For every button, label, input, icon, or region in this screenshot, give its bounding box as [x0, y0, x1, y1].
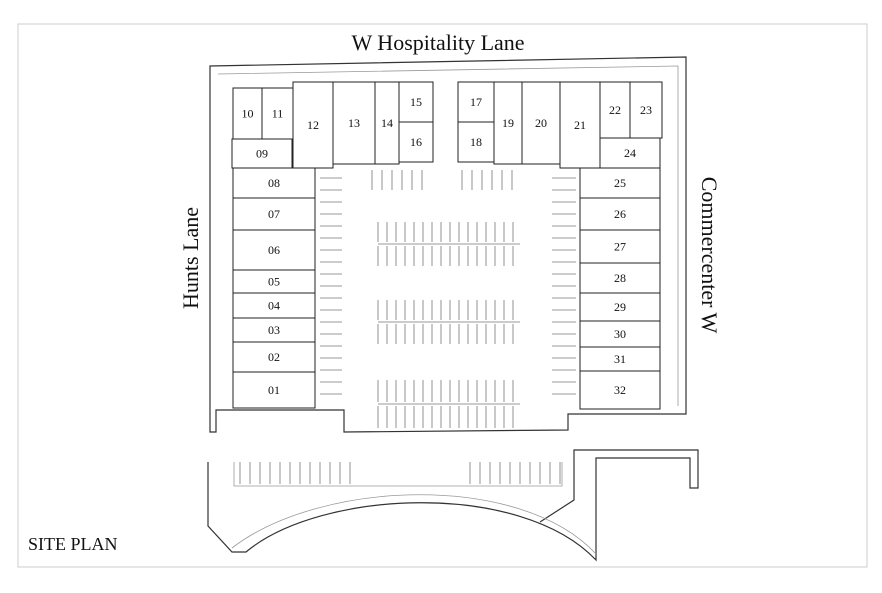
- unit-05: 05: [232, 269, 316, 294]
- unit-label: 12: [307, 118, 319, 132]
- unit-31: 31: [579, 346, 661, 372]
- unit-label: 29: [614, 300, 626, 314]
- unit-label: 03: [268, 323, 280, 337]
- unit-outline: [579, 292, 661, 322]
- units-layer: 01 02 03 04 05 06 07 08 09 10 11 12 13 14 15 16 17 18 19 20…: [231, 81, 663, 410]
- unit-label: 06: [268, 243, 280, 257]
- unit-label: 17: [470, 95, 482, 109]
- unit-label: 11: [272, 107, 284, 121]
- unit-16: 16: [398, 121, 434, 163]
- unit-06: 06: [232, 229, 316, 271]
- unit-outline: [521, 81, 561, 165]
- unit-label: 08: [268, 176, 280, 190]
- unit-09: 09: [231, 138, 293, 169]
- arch-drive: [231, 494, 597, 555]
- unit-13: 13: [332, 81, 376, 165]
- unit-label: 02: [268, 350, 280, 364]
- unit-outline: [559, 81, 601, 169]
- unit-26: 26: [579, 197, 661, 231]
- unit-25: 25: [579, 167, 661, 199]
- unit-outline: [599, 137, 661, 169]
- unit-outline: [231, 138, 293, 169]
- unit-label: 13: [348, 116, 360, 130]
- road-label-east: Commercenter W: [697, 177, 722, 334]
- unit-outline: [457, 81, 495, 123]
- unit-label: 22: [609, 103, 621, 117]
- unit-label: 23: [640, 103, 652, 117]
- unit-20: 20: [521, 81, 561, 165]
- unit-label: 04: [268, 299, 280, 313]
- unit-label: 16: [410, 135, 422, 149]
- unit-outline: [232, 167, 316, 199]
- unit-label: 15: [410, 95, 422, 109]
- unit-label: 20: [535, 116, 547, 130]
- unit-outline: [579, 370, 661, 410]
- property-boundary: [209, 56, 687, 433]
- unit-15: 15: [398, 81, 434, 123]
- unit-outline: [579, 197, 661, 231]
- unit-outline: [398, 81, 434, 123]
- unit-outline: [261, 87, 294, 140]
- unit-01: 01: [232, 371, 316, 409]
- unit-outline: [232, 229, 316, 271]
- unit-28: 28: [579, 262, 661, 294]
- unit-11: 11: [261, 87, 294, 140]
- unit-17: 17: [457, 81, 495, 123]
- unit-21: 21: [559, 81, 601, 169]
- unit-label: 14: [381, 116, 393, 130]
- unit-22: 22: [599, 81, 631, 139]
- unit-label: 10: [242, 107, 254, 121]
- unit-outline: [332, 81, 376, 165]
- unit-label: 30: [614, 327, 626, 341]
- unit-04: 04: [232, 292, 316, 319]
- unit-02: 02: [232, 341, 316, 373]
- unit-10: 10: [232, 87, 263, 140]
- unit-label: 24: [624, 146, 636, 160]
- unit-label: 05: [268, 275, 280, 289]
- unit-outline: [579, 229, 661, 264]
- unit-label: 31: [614, 352, 626, 366]
- unit-outline: [292, 81, 334, 169]
- unit-outline: [232, 87, 263, 140]
- unit-outline: [579, 262, 661, 294]
- unit-29: 29: [579, 292, 661, 322]
- unit-outline: [398, 121, 434, 163]
- unit-label: 26: [614, 207, 626, 221]
- road-label-north: W Hospitality Lane: [351, 30, 524, 55]
- lower-lot-inner: [233, 462, 563, 487]
- unit-label: 32: [614, 383, 626, 397]
- unit-outline: [579, 320, 661, 348]
- unit-label: 28: [614, 271, 626, 285]
- inner-boundary: [217, 65, 679, 406]
- road-label-west: Hunts Lane: [178, 207, 203, 309]
- unit-03: 03: [232, 317, 316, 343]
- page-border: [17, 23, 868, 568]
- unit-18: 18: [457, 121, 495, 163]
- unit-label: 21: [574, 118, 586, 132]
- unit-label: 19: [502, 116, 514, 130]
- lower-parking-stalls: [239, 462, 561, 484]
- parking-stalls: [320, 170, 576, 428]
- unit-08: 08: [232, 167, 316, 199]
- unit-label: 18: [470, 135, 482, 149]
- unit-label: 27: [614, 240, 626, 254]
- lower-lot-outline: [207, 449, 699, 562]
- unit-23: 23: [629, 81, 663, 139]
- unit-24: 24: [599, 137, 661, 169]
- unit-32: 32: [579, 370, 661, 410]
- unit-19: 19: [493, 81, 523, 165]
- unit-14: 14: [374, 81, 400, 165]
- unit-07: 07: [232, 197, 316, 231]
- unit-label: 09: [256, 147, 268, 161]
- unit-outline: [493, 81, 523, 165]
- unit-27: 27: [579, 229, 661, 264]
- unit-12: 12: [292, 81, 334, 169]
- unit-label: 07: [268, 207, 280, 221]
- unit-label: 01: [268, 383, 280, 397]
- unit-label: 25: [614, 176, 626, 190]
- page-title: SITE PLAN: [28, 534, 118, 554]
- unit-30: 30: [579, 320, 661, 348]
